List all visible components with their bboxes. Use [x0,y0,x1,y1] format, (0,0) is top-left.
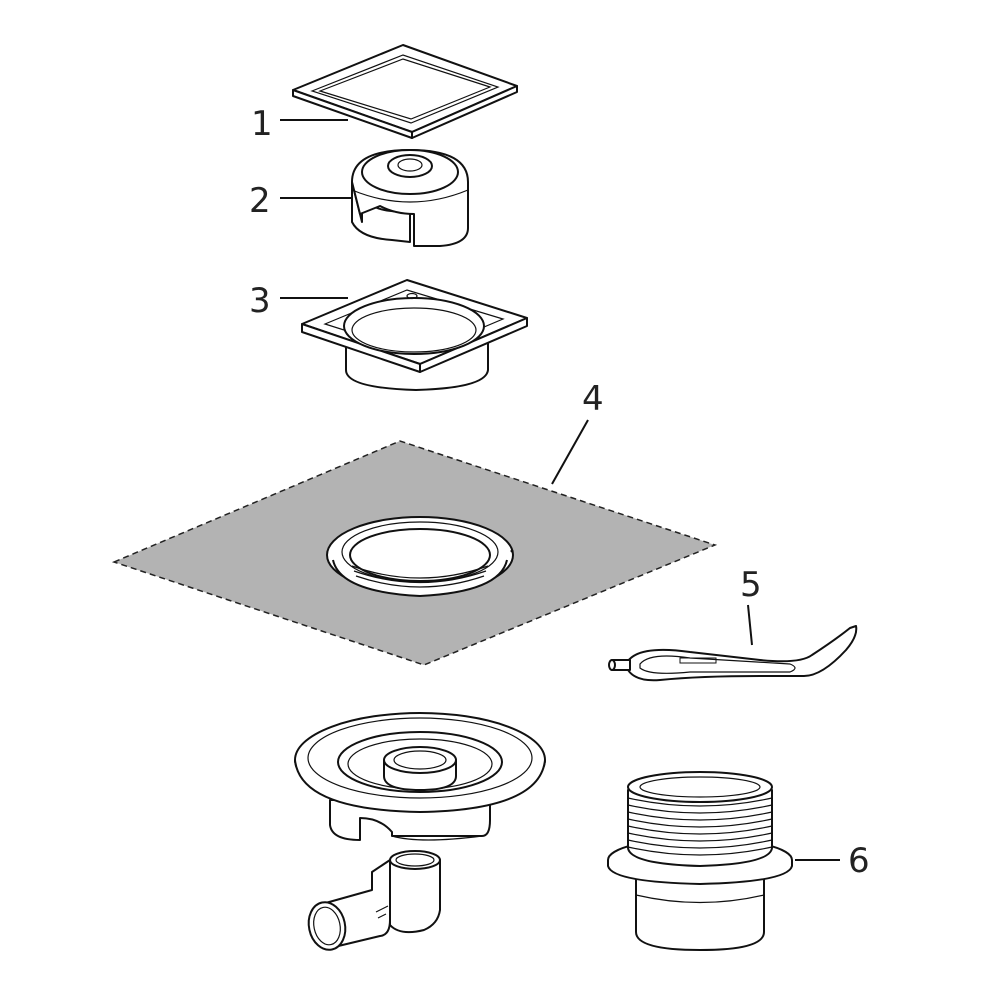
callout-6: 6 [848,841,870,881]
callout-2: 2 [249,181,271,221]
callout-4: 4 [582,379,604,419]
callout-5-leader [747,604,753,646]
callout-5: 5 [740,565,762,605]
part-4-sealing-membrane [111,440,718,666]
part-2-trap-cup [351,149,469,247]
callout-4-leader [551,419,589,485]
part-3-frame [301,279,528,391]
drain-body [294,712,546,841]
part-1-cover-plate [292,44,518,139]
outlet-elbow [307,850,441,951]
part-5-removal-key [608,625,858,682]
callout-3: 3 [249,281,271,321]
part-6-threaded-extension [607,771,793,951]
callout-1: 1 [251,104,273,144]
